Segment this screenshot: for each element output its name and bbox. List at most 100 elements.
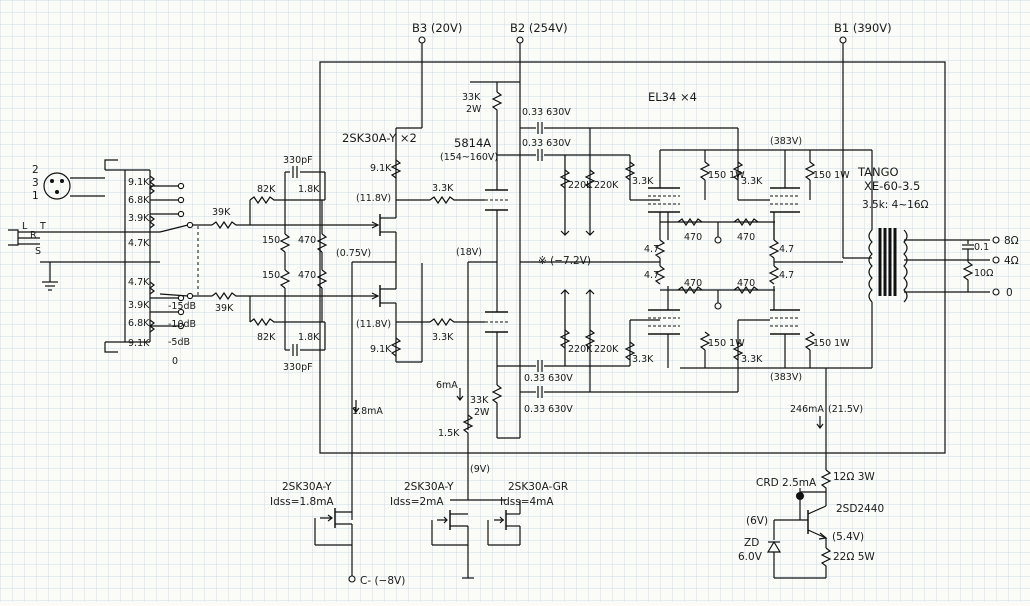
ccs2-name: 2SK30A-Y	[404, 481, 454, 493]
driver-plate-r-watt: 2W	[466, 104, 482, 115]
screen-r-1: 3.3K	[632, 176, 654, 187]
driver-plate-r2-watt: 2W	[474, 407, 490, 418]
ccs3-name: 2SK30A-GR	[508, 481, 568, 493]
driver-plate-r-bottom	[491, 384, 520, 439]
fb-r2-bottom: 1.8K	[298, 332, 320, 343]
cc-label-4: 0.33 630V	[524, 404, 573, 415]
ccs-top-r: 12Ω 3W	[833, 471, 875, 483]
output-current: 246mA	[790, 404, 824, 415]
att-10db: -10dB	[168, 319, 196, 330]
cath-r-4: 4.7	[779, 270, 794, 281]
ccs-base-v: (6V)	[746, 515, 768, 527]
ccs-emitter-v: (5.4V)	[832, 531, 864, 543]
ground-symbol	[42, 262, 58, 291]
first-stage-source-line	[351, 261, 396, 520]
bal-r-1: 470	[684, 232, 702, 243]
ccs-output	[766, 469, 832, 579]
cathode-balance-top	[659, 212, 775, 244]
plate-v-bottom: (383V)	[770, 372, 802, 383]
el34-upper-right[interactable]	[770, 150, 800, 240]
input-ladder	[40, 159, 185, 353]
ladder-r1: 9.1K	[128, 177, 150, 188]
src-r1-bottom: 150	[262, 270, 280, 281]
bal-r-2: 470	[737, 232, 755, 243]
driver-cathode-v: (18V)	[456, 247, 482, 258]
cath-r-2: 4.7	[644, 270, 659, 281]
output-transformer	[845, 149, 990, 369]
driver-plate-v: (154~160V)	[440, 152, 498, 163]
ccs-first-stage	[314, 508, 356, 583]
ccs-crd: CRD 2.5mA	[756, 477, 817, 489]
xlr-connector	[43, 172, 105, 200]
ladder-r3: 3.9K	[128, 213, 150, 224]
tail-v-label: (9V)	[470, 464, 490, 475]
plate-v-top: (383V)	[770, 136, 802, 147]
driver-tube-label: 5814A	[454, 136, 491, 150]
series-r-bottom	[211, 291, 300, 301]
series-r-top	[211, 220, 300, 230]
transformer-brand: TANGO	[857, 165, 899, 179]
att-15db: -15dB	[168, 301, 196, 312]
tap-8ohm: 8Ω	[1004, 235, 1019, 247]
grid-stop-bottom-label: 3.3K	[432, 332, 454, 343]
transformer-model: XE-60-3.5	[864, 179, 920, 193]
tail-r-label: 1.5K	[438, 428, 460, 439]
driver-tube-lower[interactable]	[485, 250, 508, 385]
coupling-network-top	[497, 122, 770, 225]
ccs2-idss: Idss=2mA	[390, 496, 444, 508]
g2-r-1: 150 1W	[708, 170, 745, 181]
source-v: (0.75V)	[336, 248, 371, 259]
cath-r-1: 4.7	[644, 244, 659, 255]
g2-r-4: 150 1W	[813, 338, 850, 349]
rail-b3-label: B3 (20V)	[412, 21, 462, 35]
cathode-resistors	[520, 239, 843, 285]
g2-r-3: 150 1W	[708, 338, 745, 349]
driver-plate-r2-label: 33K	[470, 395, 489, 406]
src-r2-bottom: 470	[298, 270, 316, 281]
jfet-pair-label: 2SK30A-Y ×2	[342, 131, 417, 145]
cc-label-3: 0.33 630V	[524, 373, 573, 384]
output-tube-label: EL34 ×4	[648, 90, 697, 104]
ccs-driver	[431, 462, 521, 579]
el34-lower-left[interactable]	[648, 286, 680, 368]
rail-b2	[470, 36, 524, 438]
g2-r-2: 150 1W	[813, 170, 850, 181]
ladder-r7: 6.8K	[128, 318, 150, 329]
zobel-r: 10Ω	[974, 268, 993, 279]
current-arrows	[352, 388, 824, 429]
cath-r-3: 4.7	[779, 244, 794, 255]
xlr-pin-1: 1	[32, 190, 39, 202]
load-r-bottom: 9.1K	[370, 344, 392, 355]
grid-r-3: 220K	[568, 344, 593, 355]
ccs1-name: 2SK30A-Y	[282, 481, 332, 493]
jack-t: T	[39, 221, 46, 232]
fb-c-bottom: 330pF	[283, 362, 313, 373]
ladder-r2: 6.8K	[128, 195, 150, 206]
bias-note: ※ (−7.2V)	[538, 255, 591, 267]
ccs-bottom-r: 22Ω 5W	[833, 551, 875, 563]
bal-r-4: 470	[737, 278, 755, 289]
rail-b2-label: B2 (254V)	[510, 21, 568, 35]
first-stage-current: 1.8mA	[352, 406, 383, 417]
grid-r-1: 220K	[568, 180, 593, 191]
output-terminals[interactable]	[992, 236, 1000, 296]
c-minus-label: C- (−8V)	[360, 575, 405, 587]
grid-stop-top-label: 3.3K	[432, 183, 454, 194]
ccs1-idss: Idss=1.8mA	[270, 496, 334, 508]
driver-tube-upper[interactable]	[485, 189, 508, 250]
ladder-r8: 9.1K	[128, 338, 150, 349]
coupling-network-bottom	[497, 300, 770, 398]
jfet-upper	[300, 160, 397, 262]
ccs-zener: ZD	[744, 537, 759, 549]
attenuator-switch[interactable]	[159, 221, 212, 300]
fb-r-top: 82K	[257, 184, 276, 195]
el34-upper-left[interactable]	[648, 150, 680, 240]
ccs3-idss: Idss=4mA	[500, 496, 554, 508]
grid-stopper-top	[396, 195, 485, 205]
plate-bus	[660, 149, 845, 369]
jack-l: L	[22, 221, 28, 232]
zobel-network	[962, 240, 974, 292]
ccs-transistor: 2SD2440	[836, 503, 884, 515]
feedback-network-top	[249, 166, 328, 253]
